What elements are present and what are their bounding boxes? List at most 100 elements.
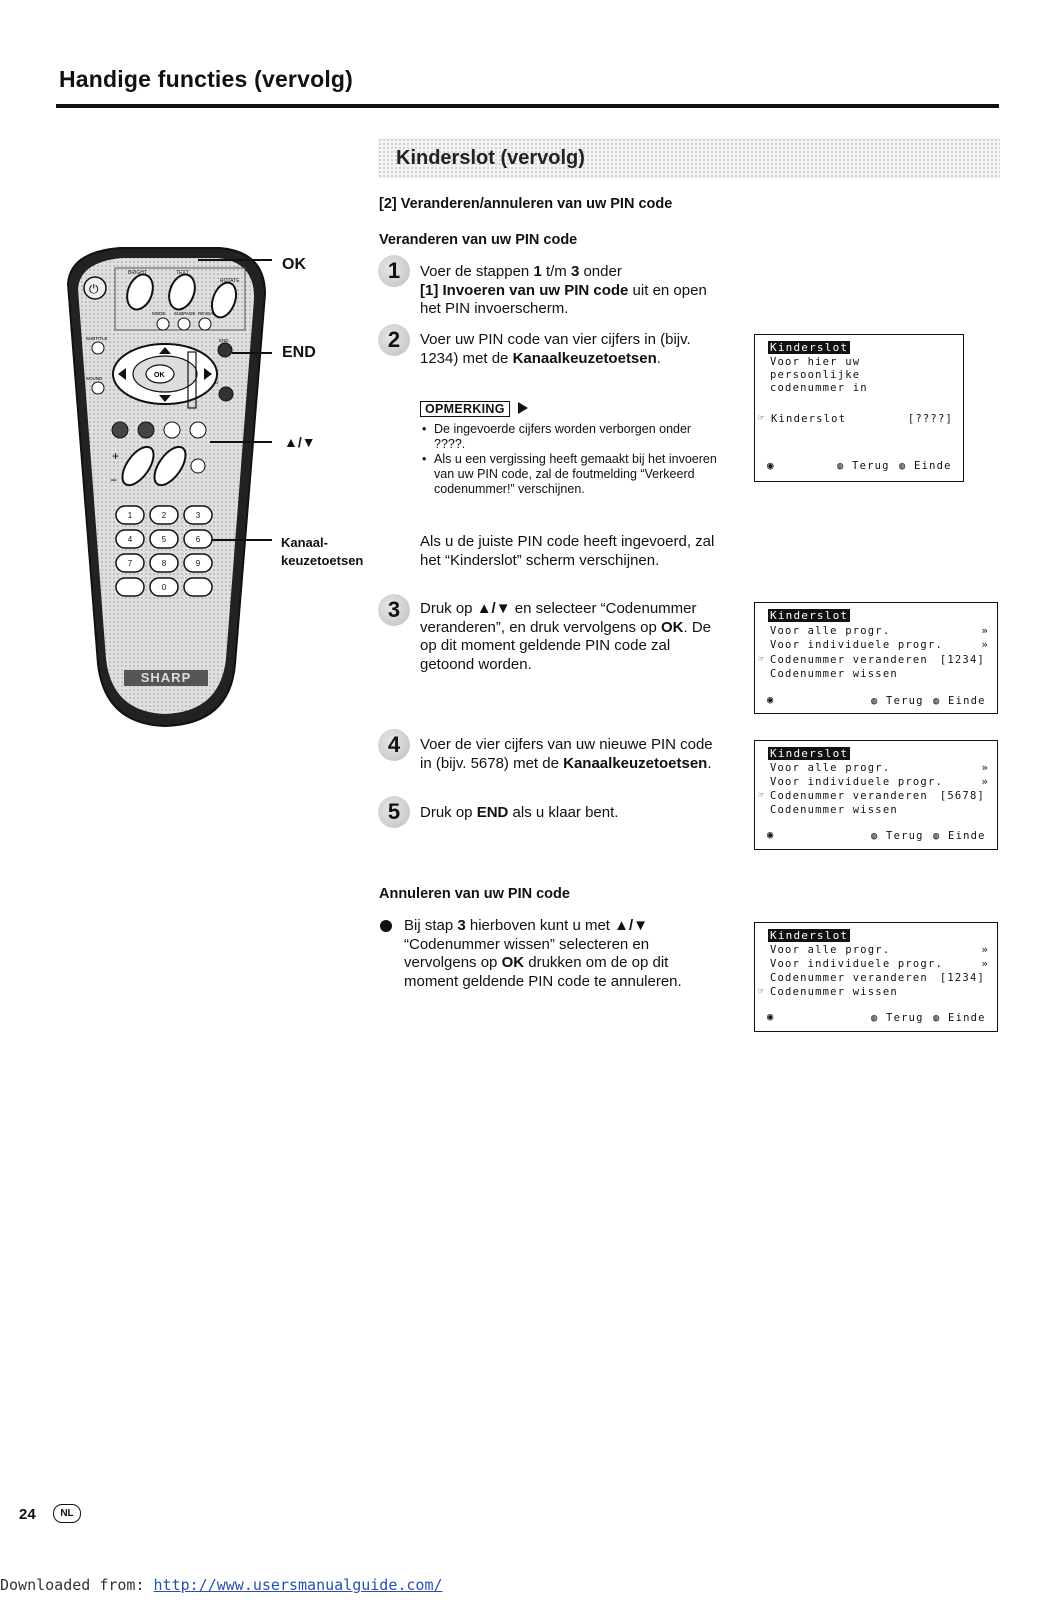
osd-menu-item: Codenummer wissen: [770, 804, 898, 816]
subsection-heading: [2] Veranderen/annuleren van uw PIN code: [379, 196, 673, 212]
source-link[interactable]: http://www.usersmanualguide.com/: [153, 1576, 443, 1594]
osd-back: ◍ Terug: [871, 695, 924, 707]
step-number: 3: [378, 594, 410, 626]
language-badge: NL: [53, 1504, 81, 1523]
remote-nav-icon: ◉: [767, 1011, 775, 1023]
osd-title: Kinderslot: [768, 341, 851, 354]
svg-text:+: +: [112, 449, 119, 463]
chevron-icon: »: [981, 958, 989, 970]
key-4: 4: [128, 535, 133, 544]
osd-menu-item: Voor alle progr.: [770, 625, 891, 637]
bullet-icon: [380, 920, 392, 932]
cancel-heading: Annuleren van uw PIN code: [379, 886, 570, 902]
chevron-icon: »: [981, 762, 989, 774]
osd-menu-item: Codenummer veranderen: [770, 790, 928, 802]
subtitle-label: SUBTITLE: [86, 336, 108, 341]
osd-back: ◍ Terug: [837, 460, 890, 472]
callout-updown: ▲/▼: [284, 434, 316, 450]
note-arrow-icon: [518, 402, 528, 414]
osd-menu-item: Voor individuele progr.: [770, 958, 943, 970]
section-banner: [378, 138, 1000, 178]
step-number: 1: [378, 255, 410, 287]
osd-code: [5678]: [939, 790, 985, 802]
key-5: 5: [162, 535, 167, 544]
key-1: 1: [128, 511, 133, 520]
osd-menu-item: Codenummer veranderen: [770, 654, 928, 666]
text-label: TEXT: [176, 270, 189, 276]
sound-label: SOUND: [86, 376, 103, 381]
callout-ok: OK: [282, 256, 306, 273]
pointer-hand-icon: ☞: [758, 790, 766, 801]
key-3: 3: [196, 511, 201, 520]
pointer-hand-icon: ☞: [758, 654, 766, 665]
osd-menu-item: Voor alle progr.: [770, 944, 891, 956]
osd-title: Kinderslot: [768, 609, 851, 622]
key-7: 7: [128, 559, 133, 568]
step-4-text: Voer de vier cijfers van uw nieuwe PIN c…: [420, 736, 713, 772]
svg-text:−: −: [110, 473, 117, 487]
osd-menu-item: Voor individuele progr.: [770, 776, 943, 788]
osd-back: ◍ Terug: [871, 830, 924, 842]
osd-line: codenummer in: [770, 382, 868, 394]
after-note-text: Als u de juiste PIN code heeft ingevoerd…: [420, 533, 715, 569]
download-footer: Downloaded from: http://www.usersmanualg…: [0, 1576, 443, 1594]
note-list: De ingevoerde cijfers worden verborgen o…: [420, 422, 720, 497]
remote-nav-icon: ◉: [767, 694, 775, 706]
osd-item: Kinderslot: [771, 413, 847, 425]
key-9: 9: [196, 559, 201, 568]
section-title: Kinderslot (vervolg): [396, 147, 585, 169]
key-6: 6: [196, 535, 201, 544]
page-title: Handige functies (vervolg): [59, 66, 354, 92]
step-number: 2: [378, 324, 410, 356]
osd-menu-item: Voor individuele progr.: [770, 639, 943, 651]
reveal-label: REVEAL: [198, 311, 216, 316]
note-label: OPMERKING: [420, 401, 510, 417]
remote-control-illustration: ⏻ BRIGHT TEXT ROTATE MODE SUBPAGE REVEAL…: [66, 247, 267, 728]
osd-menu-item: Codenummer wissen: [770, 986, 898, 998]
callout-line: [198, 259, 272, 261]
osd-back: ◍ Terug: [871, 1012, 924, 1024]
remote-nav-icon: ◉: [767, 829, 775, 841]
key-2: 2: [162, 511, 167, 520]
step-number: 4: [378, 729, 410, 761]
osd-title: Kinderslot: [768, 929, 851, 942]
osd-menu-item: Codenummer veranderen: [770, 972, 928, 984]
osd-pin-entry-screen: Kinderslot Voor hier uw persoonlijke cod…: [754, 334, 964, 482]
pointer-hand-icon: ☞: [758, 986, 766, 997]
step-3-text: Druk op ▲/▼ en selecteer “Codenummer ver…: [420, 600, 711, 673]
key-8: 8: [162, 559, 167, 568]
up-arrow-icon: [159, 347, 171, 354]
osd-title: Kinderslot: [768, 747, 851, 760]
osd-exit: ◍ Einde: [933, 695, 986, 707]
osd-menu-item: Voor alle progr.: [770, 762, 891, 774]
key-0: 0: [162, 583, 167, 592]
step-number: 5: [378, 796, 410, 828]
step-2-text: Voer uw PIN code van vier cijfers in (bi…: [420, 331, 691, 367]
callout-line: [210, 441, 272, 443]
osd-menu-screen-1: Kinderslot Voor alle progr. » Voor indiv…: [754, 602, 998, 714]
osd-line: persoonlijke: [770, 369, 861, 381]
subpage-label: SUBPAGE: [174, 311, 195, 316]
chevron-icon: »: [981, 944, 989, 956]
chevron-icon: »: [981, 639, 989, 651]
brand-logo: SHARP: [141, 670, 192, 685]
down-arrow-icon: [159, 395, 171, 402]
right-arrow-icon: [204, 368, 212, 380]
note-item: Als u een vergissing heeft gemaakt bij h…: [420, 452, 720, 497]
osd-menu-screen-3: Kinderslot Voor alle progr. » Voor indiv…: [754, 922, 998, 1032]
mode-label: MODE: [152, 311, 166, 316]
step-5-text: Druk op END als u klaar bent.: [420, 804, 619, 821]
end-label: END: [219, 338, 229, 343]
osd-exit: ◍ Einde: [933, 830, 986, 842]
osd-menu-screen-2: Kinderslot Voor alle progr. » Voor indiv…: [754, 740, 998, 850]
left-arrow-icon: [118, 368, 126, 380]
osd-code: [????]: [907, 413, 953, 425]
page-number: 24: [19, 1506, 36, 1523]
osd-code: [1234]: [939, 972, 985, 984]
pointer-hand-icon: ☞: [758, 413, 766, 424]
change-heading: Veranderen van uw PIN code: [379, 232, 578, 248]
osd-line: Voor hier uw: [770, 356, 861, 368]
osd-exit: ◍ Einde: [933, 1012, 986, 1024]
osd-exit: ◍ Einde: [899, 460, 952, 472]
bright-label: BRIGHT: [128, 270, 147, 276]
